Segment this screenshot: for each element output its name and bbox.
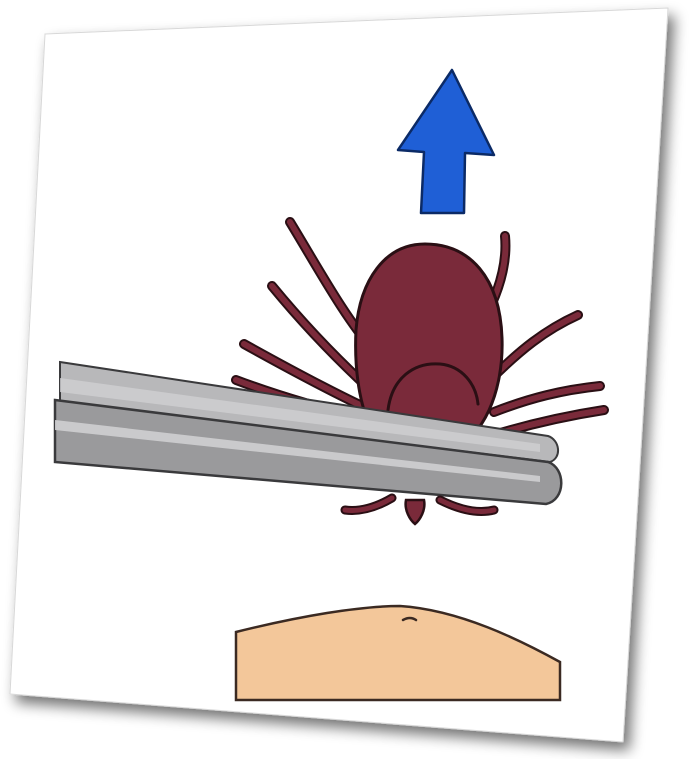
tick-removal-illustration — [0, 0, 699, 759]
illustration-canvas — [0, 0, 699, 759]
